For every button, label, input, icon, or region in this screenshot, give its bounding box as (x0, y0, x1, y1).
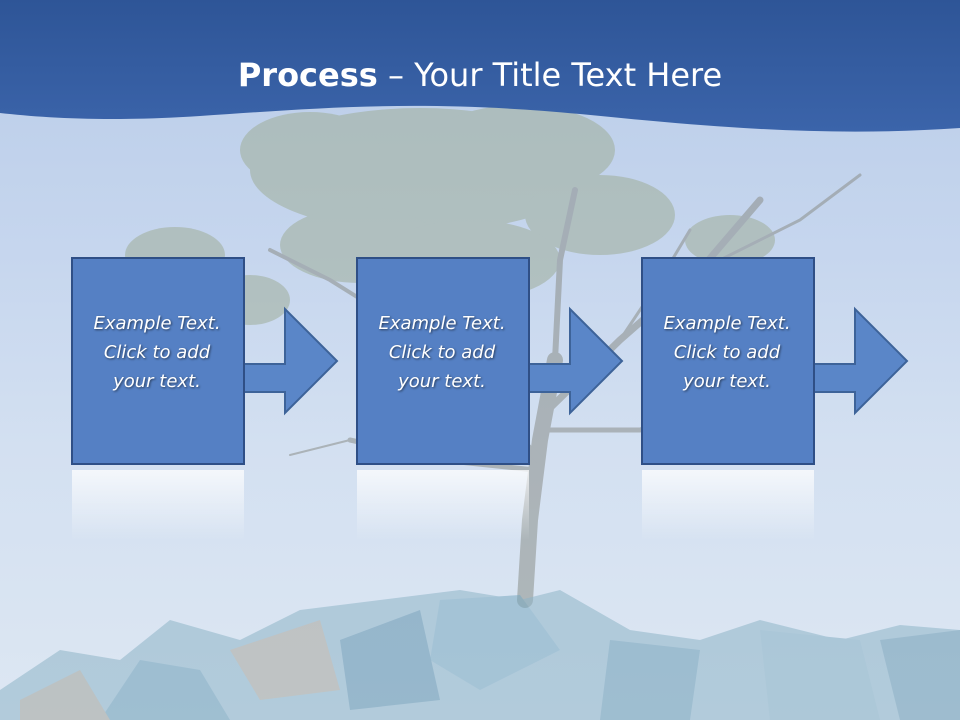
step-2-line-3: your text. (398, 371, 486, 392)
step-1-arrow (240, 306, 339, 416)
step-3-box (641, 257, 815, 465)
title-bold-text: Process (237, 56, 378, 94)
process-step-3[interactable]: Example Text. Click to add your text. (641, 257, 960, 547)
step-1-line-2: Click to add (103, 342, 211, 363)
process-step-2[interactable]: Example Text. Click to add your text. (356, 257, 686, 547)
slide-title[interactable]: Process – Your Title Text Here (0, 52, 960, 98)
step-1-line-1: Example Text. (93, 313, 221, 334)
step-2-box (356, 257, 530, 465)
step-2-text[interactable]: Example Text. Click to add your text. (356, 309, 528, 396)
title-rest-text: – Your Title Text Here (377, 56, 723, 94)
title-banner (0, 0, 960, 132)
step-2-line-2: Click to add (388, 342, 496, 363)
process-step-1[interactable]: Example Text. Click to add your text. (71, 257, 401, 547)
step-1-line-3: your text. (113, 371, 201, 392)
step-3-line-1: Example Text. (663, 313, 791, 334)
step-3-line-3: your text. (683, 371, 771, 392)
step-reflections (72, 470, 814, 540)
bags-image (0, 590, 960, 720)
step-3-arrow (810, 306, 909, 416)
step-2-line-1: Example Text. (378, 313, 506, 334)
step-1-box (71, 257, 245, 465)
step-2-arrow (525, 306, 624, 416)
step-3-text[interactable]: Example Text. Click to add your text. (641, 309, 813, 396)
step-1-text[interactable]: Example Text. Click to add your text. (71, 309, 243, 396)
step-3-line-2: Click to add (673, 342, 781, 363)
